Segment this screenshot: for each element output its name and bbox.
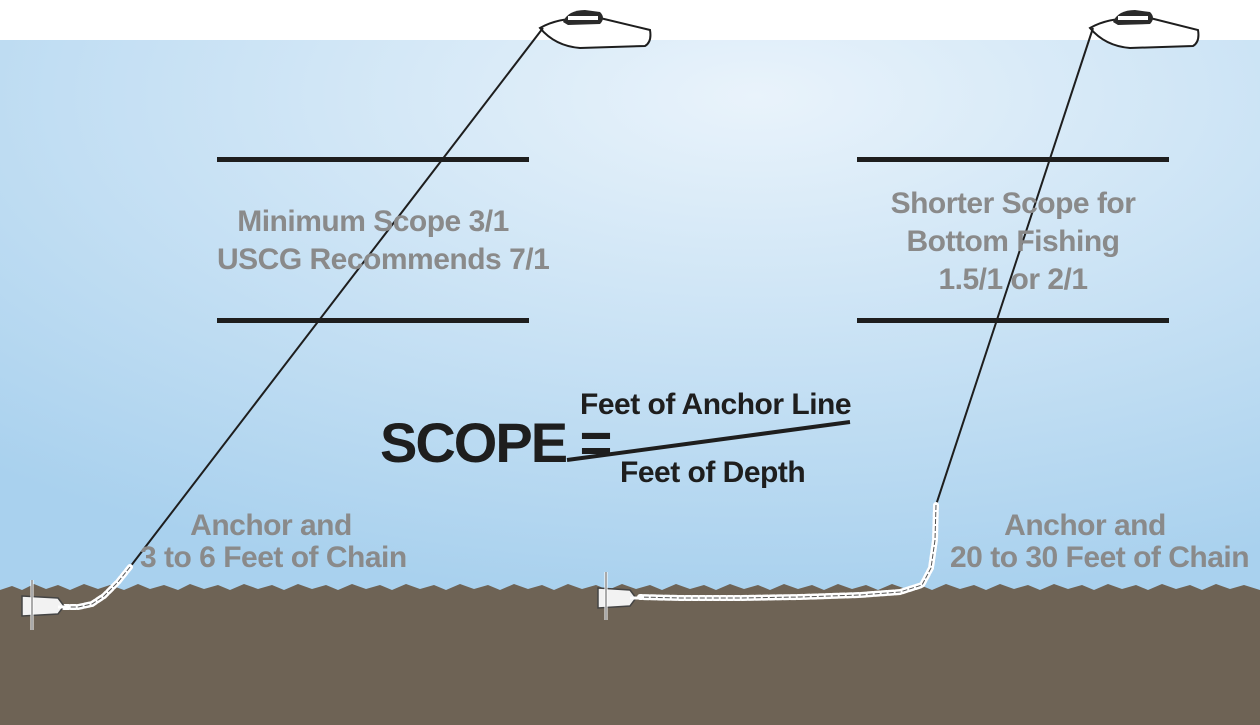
fraction-line bbox=[566, 420, 851, 462]
anchor-line-left bbox=[129, 27, 544, 568]
seabed bbox=[0, 584, 1260, 725]
anchor-line-right bbox=[935, 27, 1094, 506]
anchor-right bbox=[597, 572, 644, 620]
rule-right-bottom bbox=[857, 318, 1169, 323]
left-scope-label: Minimum Scope 3/1 USCG Recommends 7/1 bbox=[217, 203, 550, 279]
right-anchor-line-2: 20 to 30 Feet of Chain bbox=[950, 541, 1250, 574]
rule-left-top bbox=[217, 157, 529, 162]
rule-right-top bbox=[857, 157, 1169, 162]
anchor-left bbox=[21, 580, 70, 630]
left-anchor-line-2: 3 to 6 Feet of Chain bbox=[140, 541, 407, 574]
formula-numerator: Feet of Anchor Line bbox=[580, 388, 852, 421]
left-scope-line-1: Minimum Scope 3/1 bbox=[237, 205, 509, 238]
right-scope-line-3: 1.5/1 or 2/1 bbox=[938, 263, 1088, 296]
right-anchor-label: Anchor and 20 to 30 Feet of Chain bbox=[950, 509, 1250, 574]
right-scope-label: Shorter Scope for Bottom Fishing 1.5/1 o… bbox=[857, 185, 1169, 299]
right-scope-line-2: Bottom Fishing bbox=[906, 225, 1120, 258]
left-anchor-label: Anchor and 3 to 6 Feet of Chain bbox=[140, 509, 407, 574]
right-scope-line-1: Shorter Scope for bbox=[890, 187, 1136, 220]
rule-left-bottom bbox=[217, 318, 529, 323]
boat-right bbox=[1088, 10, 1200, 50]
left-scope-line-2: USCG Recommends 7/1 bbox=[217, 243, 550, 276]
left-anchor-line-1: Anchor and bbox=[190, 509, 352, 542]
right-anchor-line-1: Anchor and bbox=[1004, 509, 1166, 542]
formula-term: SCOPE = bbox=[380, 411, 612, 474]
formula-denominator: Feet of Depth bbox=[620, 456, 806, 489]
boat-left bbox=[538, 10, 652, 50]
